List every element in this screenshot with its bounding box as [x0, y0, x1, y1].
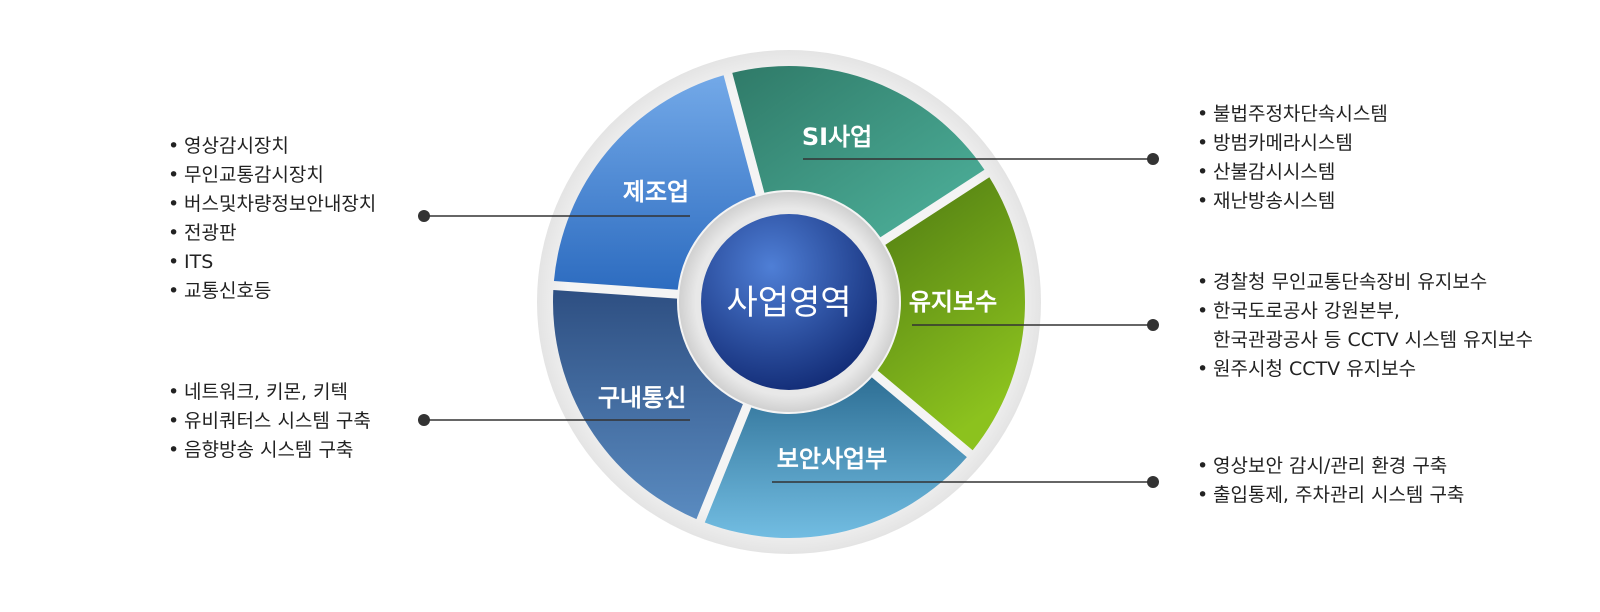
list-item: 출입통제, 주차관리 시스템 구축: [1197, 481, 1464, 510]
segment-label-si: SI사업: [802, 123, 872, 151]
list-jejo: 영상감시장치 무인교통감시장치 버스및차량정보안내장치 전광판 ITS 교통신호…: [168, 132, 376, 306]
list-item: 영상보안 감시/관리 환경 구축: [1197, 452, 1464, 481]
list-boan: 영상보안 감시/관리 환경 구축 출입통제, 주차관리 시스템 구축: [1197, 452, 1464, 510]
connector-dot-si: [1147, 153, 1159, 165]
list-item: 영상감시장치: [168, 132, 376, 161]
connector-dot-gunae: [418, 414, 430, 426]
list-yuji: 경찰청 무인교통단속장비 유지보수 한국도로공사 강원본부, 한국관광공사 등 …: [1197, 268, 1533, 384]
segment-jejo[interactable]: [553, 75, 756, 290]
segment-label-yuji: 유지보수: [909, 288, 997, 316]
connector-dot-boan: [1147, 476, 1159, 488]
list-item: 무인교통감시장치: [168, 161, 376, 190]
connectors: [418, 153, 1159, 488]
segment-si[interactable]: [732, 65, 985, 238]
list-item: 유비쿼터스 시스템 구축: [168, 407, 371, 436]
segments: [552, 65, 1025, 538]
list-item: 경찰청 무인교통단속장비 유지보수: [1197, 268, 1533, 297]
center-circle: [701, 214, 877, 390]
segment-gunae[interactable]: [552, 290, 743, 520]
list-item-continuation: 한국관광공사 등 CCTV 시스템 유지보수: [1213, 329, 1534, 351]
list-item: 방범카메라시스템: [1197, 129, 1388, 158]
list-item: 전광판: [168, 219, 376, 248]
list-item: 불법주정차단속시스템: [1197, 100, 1388, 129]
list-item: 음향방송 시스템 구축: [168, 436, 371, 465]
connector-dot-yuji: [1147, 319, 1159, 331]
list-item: 버스및차량정보안내장치: [168, 190, 376, 219]
list-item: 한국도로공사 강원본부,: [1197, 297, 1533, 326]
list-item: 산불감시시스템: [1197, 158, 1388, 187]
list-item: 원주시청 CCTV 유지보수: [1197, 355, 1533, 384]
list-item: 네트워크, 키몬, 키텍: [168, 378, 371, 407]
segment-label-gunae: 구내통신: [598, 384, 686, 412]
list-item: ITS: [168, 248, 376, 277]
list-item: 재난방송시스템: [1197, 187, 1388, 216]
segment-label-boan: 보안사업부: [777, 445, 887, 473]
segment-boan[interactable]: [704, 377, 967, 538]
center-label: 사업영역: [726, 283, 851, 323]
segment-yuji[interactable]: [877, 177, 1025, 451]
connector-dot-jejo: [418, 210, 430, 222]
segment-label-jejo: 제조업: [623, 178, 689, 206]
list-gunae: 네트워크, 키몬, 키텍 유비쿼터스 시스템 구축 음향방송 시스템 구축: [168, 378, 371, 465]
list-item: 교통신호등: [168, 277, 376, 306]
list-si: 불법주정차단속시스템 방범카메라시스템 산불감시시스템 재난방송시스템: [1197, 100, 1388, 216]
